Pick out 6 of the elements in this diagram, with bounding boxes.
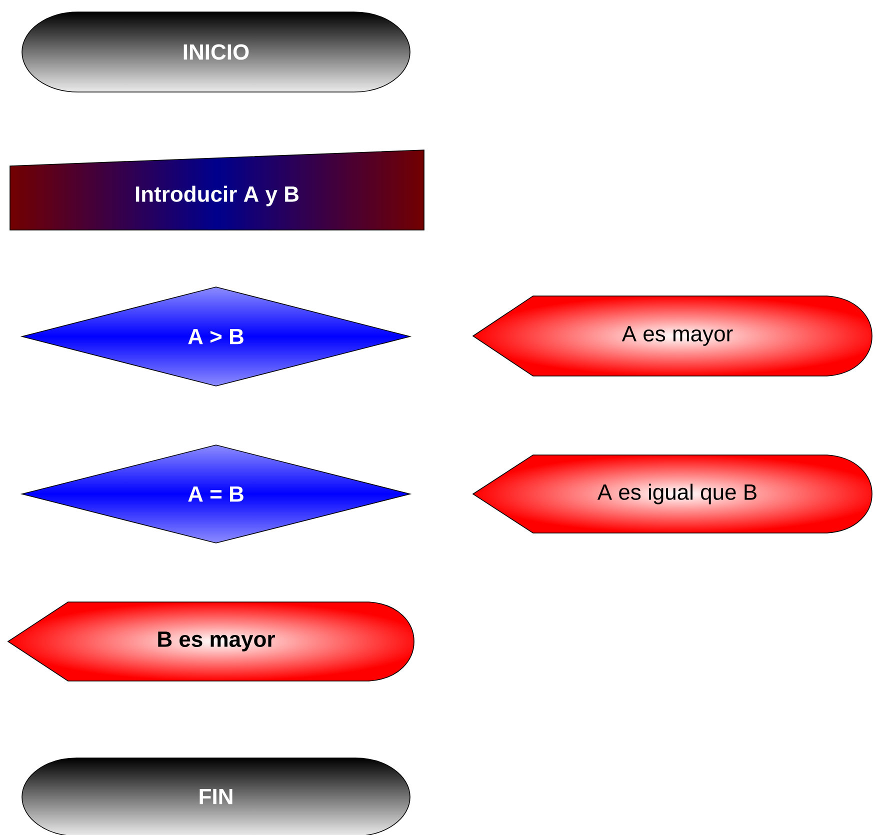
terminal-box: FIN <box>22 758 410 835</box>
output-box: A es igual que B <box>472 454 872 534</box>
output-box: B es mayor <box>8 602 414 682</box>
terminal-box: INICIO <box>22 12 410 92</box>
input-box: Introducir A y B <box>10 150 424 230</box>
output-box: A es mayor <box>472 296 872 376</box>
